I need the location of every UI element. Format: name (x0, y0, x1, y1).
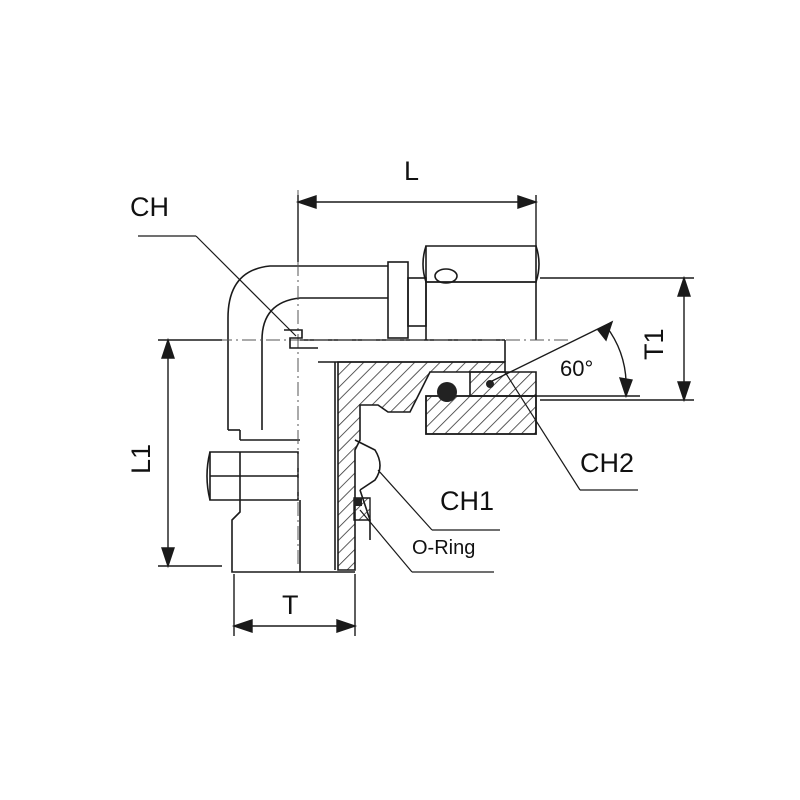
dimension-L1 (158, 337, 222, 569)
angle-60 (489, 320, 640, 399)
dimension-T1 (540, 275, 694, 403)
label-L1: L1 (126, 444, 156, 474)
ch-tab (284, 329, 318, 349)
seal-dot-icon (486, 380, 494, 388)
section-hatch (337, 361, 537, 571)
label-T1: T1 (639, 328, 669, 360)
dimension-L (295, 195, 539, 262)
label-CH: CH (130, 192, 169, 222)
label-T: T (282, 590, 299, 620)
collar (387, 261, 427, 339)
o-ring-dot-icon (354, 498, 362, 506)
label-L: L (404, 156, 419, 186)
label-CH1: CH1 (440, 486, 494, 516)
lower-nut (206, 451, 299, 501)
label-o-ring: O-Ring (412, 537, 475, 559)
leader-lines (138, 235, 638, 573)
seal-ring-icon (437, 382, 457, 402)
label-CH2: CH2 (580, 448, 634, 478)
label-angle: 60° (560, 356, 593, 381)
center-lines (218, 190, 570, 566)
threaded-stud (231, 439, 381, 573)
dimension-T (231, 574, 358, 636)
